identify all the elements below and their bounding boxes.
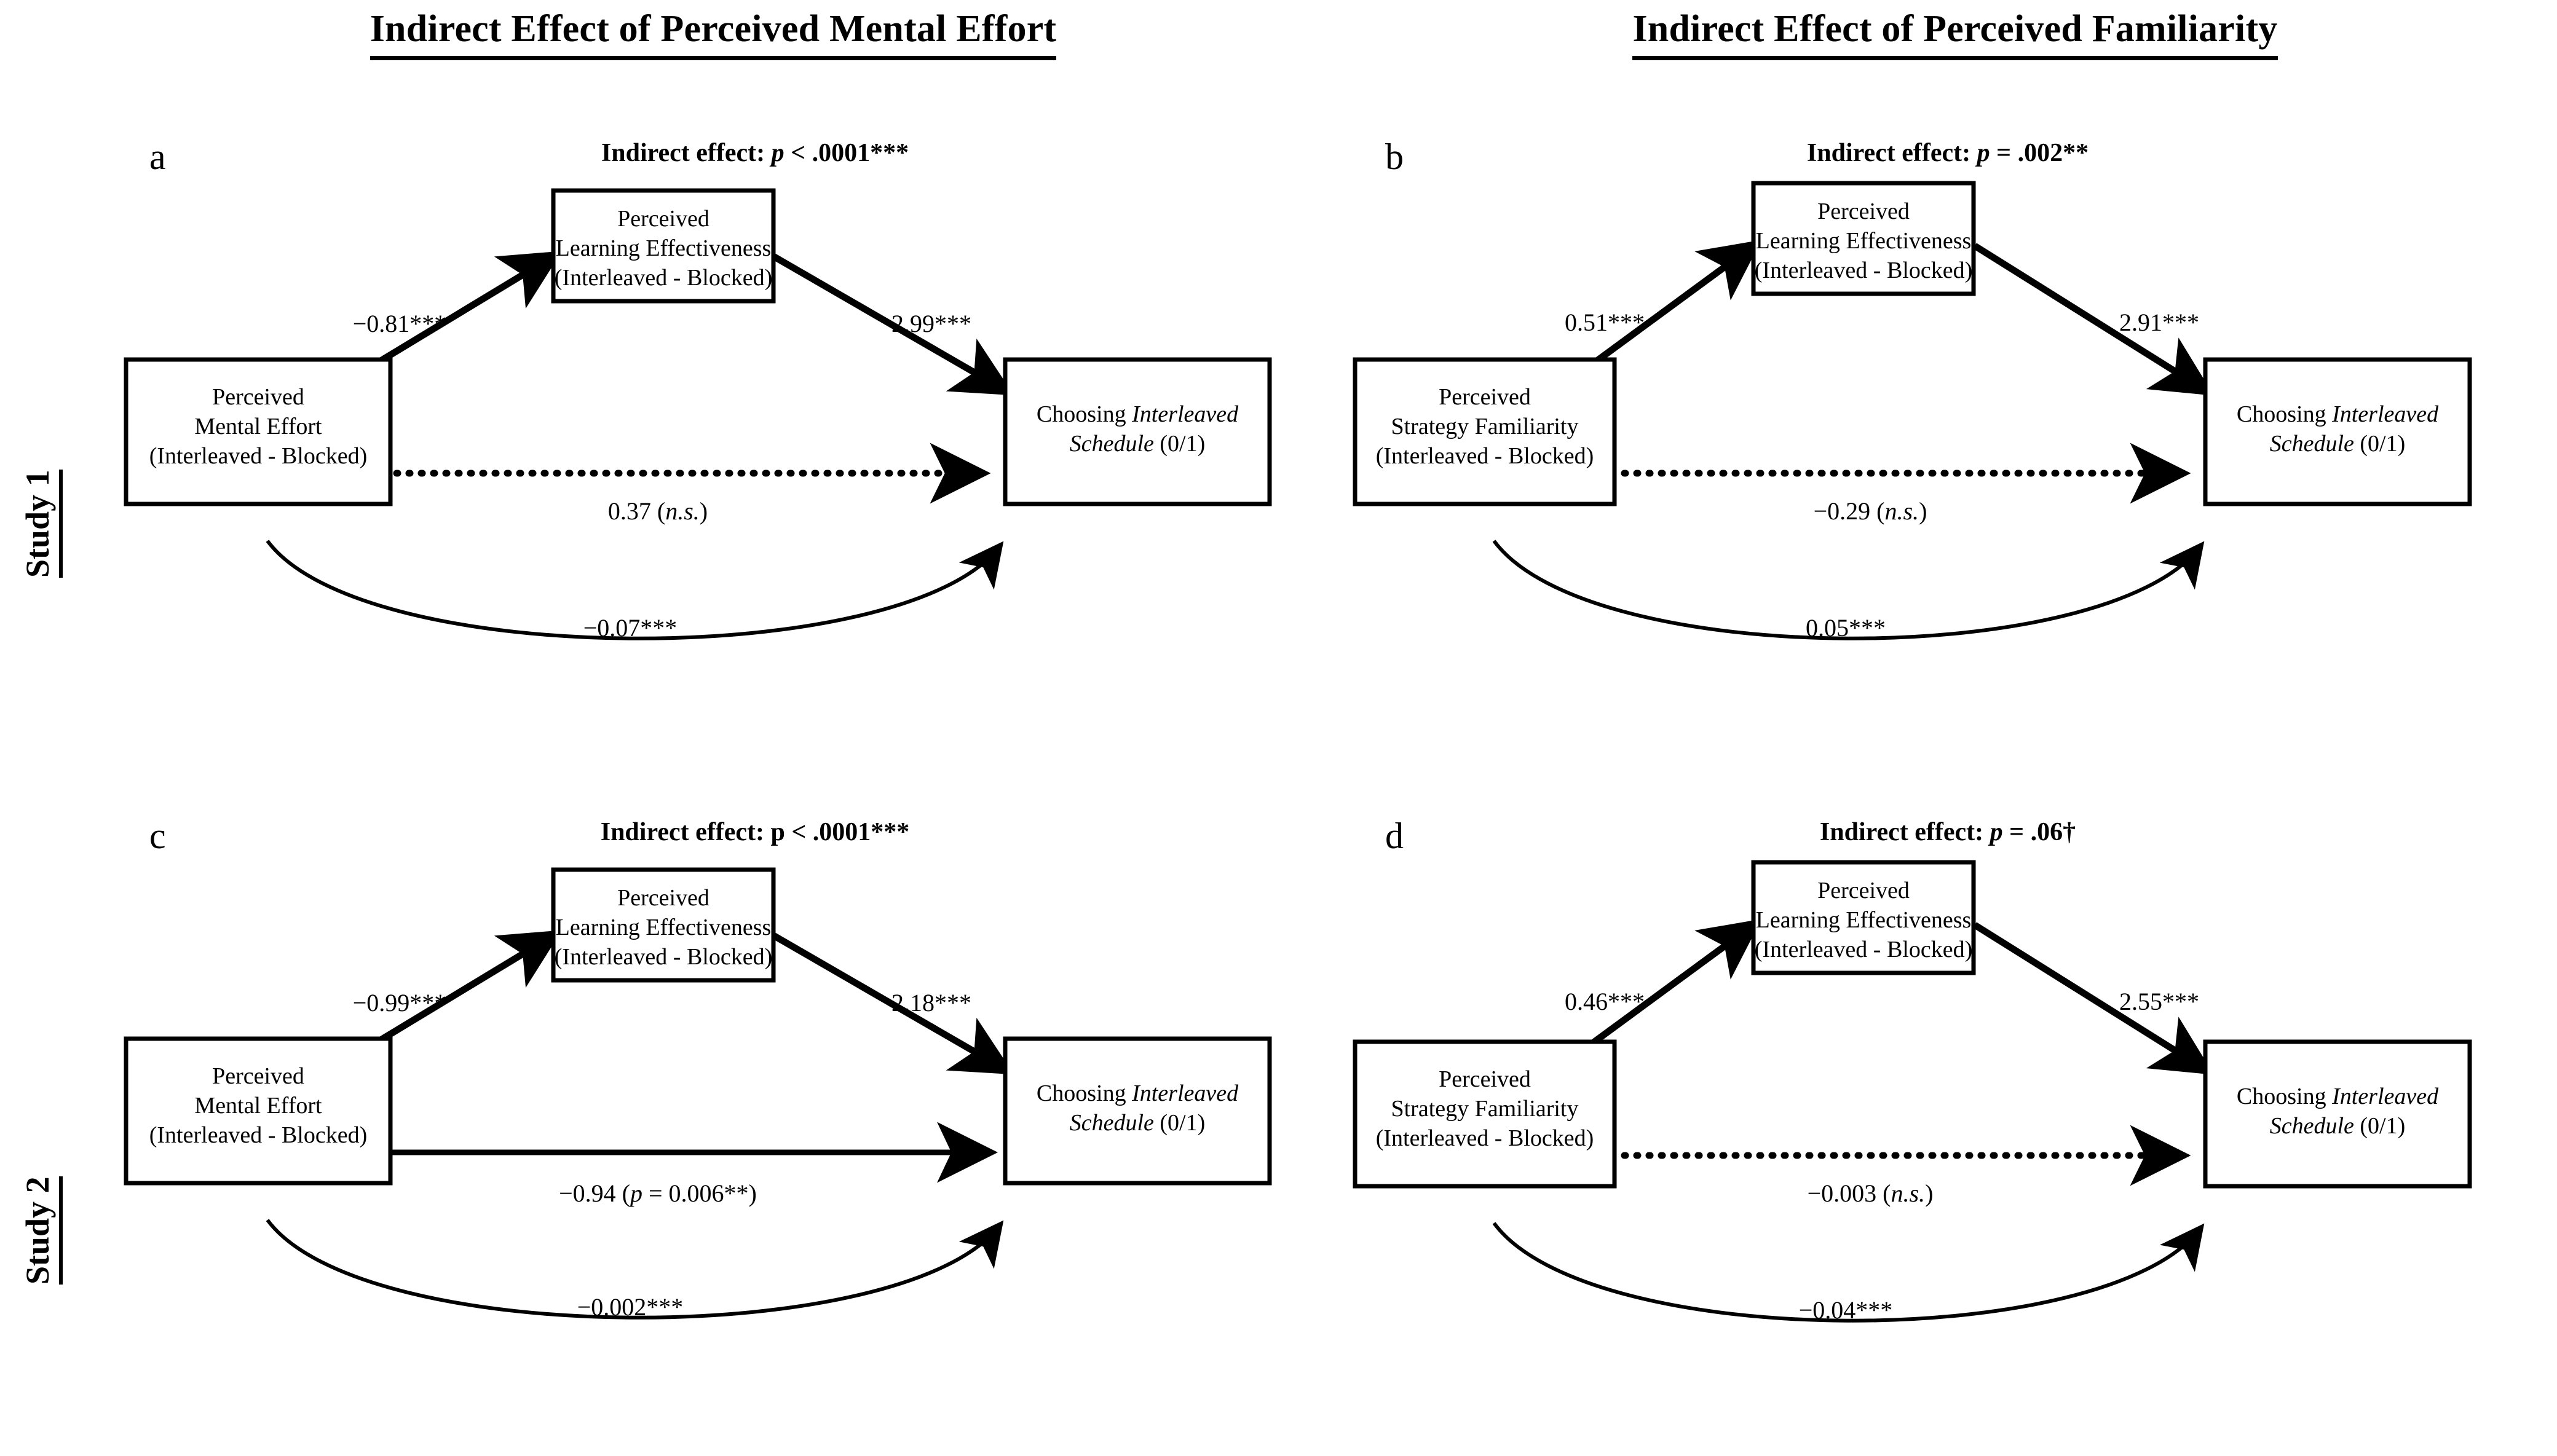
box-predictor-a-line2: Mental Effort bbox=[194, 414, 322, 439]
coef-d-path-curved: −0.04*** bbox=[1799, 1296, 1893, 1324]
coef-c-path-a: −0.99*** bbox=[353, 989, 447, 1017]
box-predictor-c bbox=[124, 1036, 393, 1186]
mediation-panel-d: Perceived Learning Effectiveness (Interl… bbox=[1353, 857, 2557, 1411]
panel-letter-c: c bbox=[149, 816, 166, 856]
box-mediator-a-line1: Perceived bbox=[617, 206, 709, 232]
box-predictor-c-line1: Perceived bbox=[212, 1063, 304, 1089]
box-predictor-c-line2: Mental Effort bbox=[194, 1093, 322, 1119]
box-outcome-b-line1: Choosing Interleaved bbox=[2237, 401, 2439, 427]
column-title-left: Indirect Effect of Perceived Mental Effo… bbox=[129, 7, 1297, 60]
box-mediator-a-line2: Learning Effectiveness bbox=[556, 235, 772, 261]
box-mediator-b-line3: (Interleaved - Blocked) bbox=[1755, 258, 1973, 283]
indirect-p-d: p bbox=[1990, 818, 2003, 846]
indirect-value-c: < .0001*** bbox=[784, 818, 910, 846]
row-label-study-2-text: Study 2 bbox=[18, 1176, 63, 1285]
column-title-right-text: Indirect Effect of Perceived Familiarity bbox=[1632, 7, 2278, 60]
indirect-effect-label-c: Indirect effect: p < .0001*** bbox=[601, 817, 910, 847]
box-mediator-c-line2: Learning Effectiveness bbox=[556, 915, 772, 940]
box-outcome-c bbox=[1003, 1036, 1272, 1186]
coef-b-path-cprime: −0.29 (n.s.) bbox=[1814, 497, 1927, 525]
indirect-effect-label-d: Indirect effect: p = .06† bbox=[1820, 817, 2076, 847]
indirect-effect-label-b: Indirect effect: p = .002** bbox=[1807, 138, 2089, 168]
box-predictor-a-line3: (Interleaved - Blocked) bbox=[149, 443, 368, 469]
box-mediator-d-line2: Learning Effectiveness bbox=[1756, 907, 1972, 933]
coef-c-path-b: 2.18*** bbox=[891, 989, 971, 1017]
coef-c-path-curved: −0.002*** bbox=[577, 1293, 684, 1321]
mediation-panel-b: Perceived Learning Effectiveness (Interl… bbox=[1353, 178, 2557, 731]
panel-letter-b: b bbox=[1385, 136, 1404, 177]
box-outcome-b-line2: Schedule (0/1) bbox=[2270, 431, 2406, 457]
box-mediator-c bbox=[551, 867, 776, 983]
coef-d-path-cprime: −0.003 (n.s.) bbox=[1808, 1179, 1934, 1207]
box-predictor-a bbox=[124, 357, 393, 506]
box-outcome-a-line1: Choosing Interleaved bbox=[1037, 401, 1239, 427]
indirect-prefix-c: Indirect effect: bbox=[600, 818, 771, 846]
box-mediator-a bbox=[551, 188, 776, 304]
mediation-panel-c: Perceived Learning Effectiveness (Interl… bbox=[124, 857, 1359, 1411]
box-predictor-d-line3: (Interleaved - Blocked) bbox=[1376, 1125, 1594, 1151]
panel-letter-d: d bbox=[1385, 816, 1404, 856]
box-mediator-b-line2: Learning Effectiveness bbox=[1756, 228, 1972, 254]
coef-d-path-b: 2.55*** bbox=[2119, 988, 2199, 1015]
coef-b-path-curved: 0.05*** bbox=[1806, 614, 1886, 642]
box-mediator-c-line1: Perceived bbox=[617, 885, 709, 911]
box-predictor-b bbox=[1353, 357, 1617, 506]
indirect-value-b: = .002** bbox=[1990, 139, 2089, 167]
box-predictor-b-line2: Strategy Familiarity bbox=[1391, 414, 1578, 439]
box-predictor-b-line1: Perceived bbox=[1439, 384, 1531, 410]
coef-b-path-a: 0.51*** bbox=[1565, 309, 1645, 336]
panel-letter-a: a bbox=[149, 136, 166, 177]
box-mediator-b bbox=[1751, 181, 1976, 296]
box-outcome-c-line2: Schedule (0/1) bbox=[1070, 1110, 1206, 1136]
coef-b-path-b: 2.91*** bbox=[2119, 309, 2199, 336]
box-outcome-d-line2: Schedule (0/1) bbox=[2270, 1113, 2406, 1139]
indirect-p-c: p bbox=[770, 818, 785, 846]
coef-a-path-curved: −0.07*** bbox=[583, 614, 678, 642]
row-label-study-1: Study 1 bbox=[18, 470, 63, 578]
box-outcome-a-line2: Schedule (0/1) bbox=[1070, 431, 1206, 457]
row-label-study-2: Study 2 bbox=[18, 1176, 63, 1285]
coef-a-path-cprime: 0.37 (n.s.) bbox=[608, 497, 708, 525]
box-mediator-c-line3: (Interleaved - Blocked) bbox=[555, 944, 773, 970]
box-predictor-b-line3: (Interleaved - Blocked) bbox=[1376, 443, 1594, 469]
coef-d-path-a: 0.46*** bbox=[1565, 988, 1645, 1015]
coef-a-path-a: −0.81*** bbox=[353, 310, 447, 337]
indirect-value-a: < .0001*** bbox=[784, 139, 909, 167]
mediation-panel-a: Perceived Learning Effectiveness (Interl… bbox=[124, 178, 1359, 731]
indirect-prefix-a: Indirect effect: bbox=[601, 139, 772, 167]
indirect-p-a: p bbox=[771, 139, 784, 167]
column-title-right: Indirect Effect of Perceived Familiarity bbox=[1389, 7, 2521, 60]
box-outcome-d-line1: Choosing Interleaved bbox=[2237, 1084, 2439, 1109]
box-mediator-d-line3: (Interleaved - Blocked) bbox=[1755, 937, 1973, 962]
box-outcome-a bbox=[1003, 357, 1272, 506]
box-predictor-d-line2: Strategy Familiarity bbox=[1391, 1096, 1578, 1122]
box-predictor-d bbox=[1353, 1039, 1617, 1189]
indirect-effect-label-a: Indirect effect: p < .0001*** bbox=[601, 138, 909, 168]
indirect-value-d: = .06† bbox=[2002, 818, 2076, 846]
box-outcome-c-line1: Choosing Interleaved bbox=[1037, 1080, 1239, 1106]
box-mediator-b-line1: Perceived bbox=[1817, 199, 1910, 224]
box-predictor-a-line1: Perceived bbox=[212, 384, 304, 410]
box-outcome-b bbox=[2203, 357, 2472, 506]
box-mediator-a-line3: (Interleaved - Blocked) bbox=[555, 265, 773, 291]
box-predictor-d-line1: Perceived bbox=[1439, 1066, 1531, 1092]
indirect-prefix-d: Indirect effect: bbox=[1819, 818, 1990, 846]
box-mediator-d bbox=[1751, 860, 1976, 975]
indirect-p-b: p bbox=[1977, 139, 1990, 167]
coef-a-path-b: 2.99*** bbox=[891, 310, 971, 337]
box-mediator-d-line1: Perceived bbox=[1817, 878, 1910, 903]
box-predictor-c-line3: (Interleaved - Blocked) bbox=[149, 1122, 368, 1148]
indirect-prefix-b: Indirect effect: bbox=[1806, 139, 1977, 167]
row-label-study-1-text: Study 1 bbox=[18, 470, 63, 578]
box-outcome-d bbox=[2203, 1039, 2472, 1189]
column-title-left-text: Indirect Effect of Perceived Mental Effo… bbox=[370, 7, 1057, 60]
coef-c-path-cprime: −0.94 (p = 0.006**) bbox=[559, 1179, 757, 1207]
